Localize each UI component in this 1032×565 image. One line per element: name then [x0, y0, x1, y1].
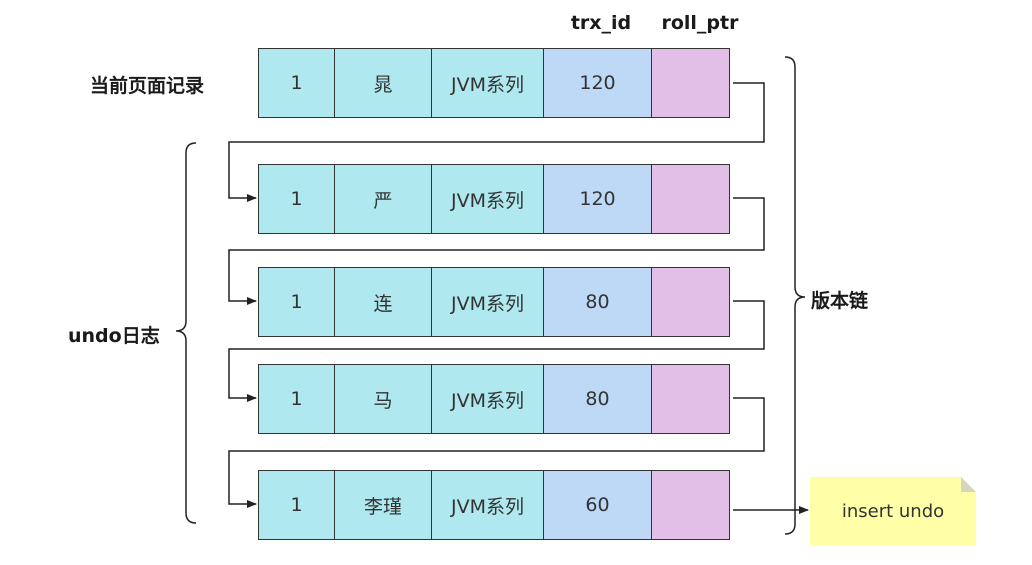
row-roll-ptr-cell — [651, 48, 730, 118]
version-chain-brace — [784, 56, 806, 535]
roll-ptr-link-1 — [228, 82, 765, 202]
undo-row: 1 李瑾 JVM系列 60 — [258, 470, 730, 540]
undo-row: 1 马 JVM系列 80 — [258, 364, 730, 434]
row-desc-cell: JVM系列 — [431, 267, 544, 337]
row-roll-ptr-cell — [651, 364, 730, 434]
note-shape — [810, 477, 976, 545]
insert-undo-label: insert undo — [841, 500, 945, 522]
row-roll-ptr-cell — [651, 267, 730, 337]
row-desc-cell: JVM系列 — [431, 470, 544, 540]
row-name-cell: 晁 — [333, 48, 433, 118]
row-roll-ptr-cell — [651, 470, 730, 540]
row-id-cell: 1 — [258, 48, 335, 118]
insert-undo-note: insert undo — [810, 477, 976, 545]
row-name-cell: 连 — [333, 267, 433, 337]
row-trx-id-cell: 80 — [542, 267, 653, 337]
row-trx-id-cell: 120 — [542, 164, 653, 234]
roll-ptr-link-4 — [228, 397, 765, 508]
roll-ptr-link-2 — [228, 197, 765, 305]
row-name-cell: 李瑾 — [333, 470, 433, 540]
row-id-cell: 1 — [258, 470, 335, 540]
undo-row: 1 连 JVM系列 80 — [258, 267, 730, 337]
row-trx-id-cell: 80 — [542, 364, 653, 434]
row-trx-id-cell: 120 — [542, 48, 653, 118]
record-row: 1 晁 JVM系列 120 — [258, 48, 730, 118]
row-desc-cell: JVM系列 — [431, 164, 544, 234]
trx-id-header: trx_id — [570, 12, 632, 34]
row-roll-ptr-cell — [651, 164, 730, 234]
current-record-label: 当前页面记录 — [90, 75, 205, 97]
row-trx-id-cell: 60 — [542, 470, 653, 540]
undo-row: 1 严 JVM系列 120 — [258, 164, 730, 234]
roll-ptr-link-3 — [228, 300, 765, 402]
row-desc-cell: JVM系列 — [431, 364, 544, 434]
row-name-cell: 严 — [333, 164, 433, 234]
row-name-cell: 马 — [333, 364, 433, 434]
undo-log-brace — [175, 142, 197, 524]
row-desc-cell: JVM系列 — [431, 48, 544, 118]
version-chain-label: 版本链 — [811, 290, 869, 312]
row-id-cell: 1 — [258, 267, 335, 337]
undo-log-label: undo日志 — [68, 325, 160, 347]
row-id-cell: 1 — [258, 164, 335, 234]
row-id-cell: 1 — [258, 364, 335, 434]
roll-ptr-header: roll_ptr — [661, 12, 739, 34]
